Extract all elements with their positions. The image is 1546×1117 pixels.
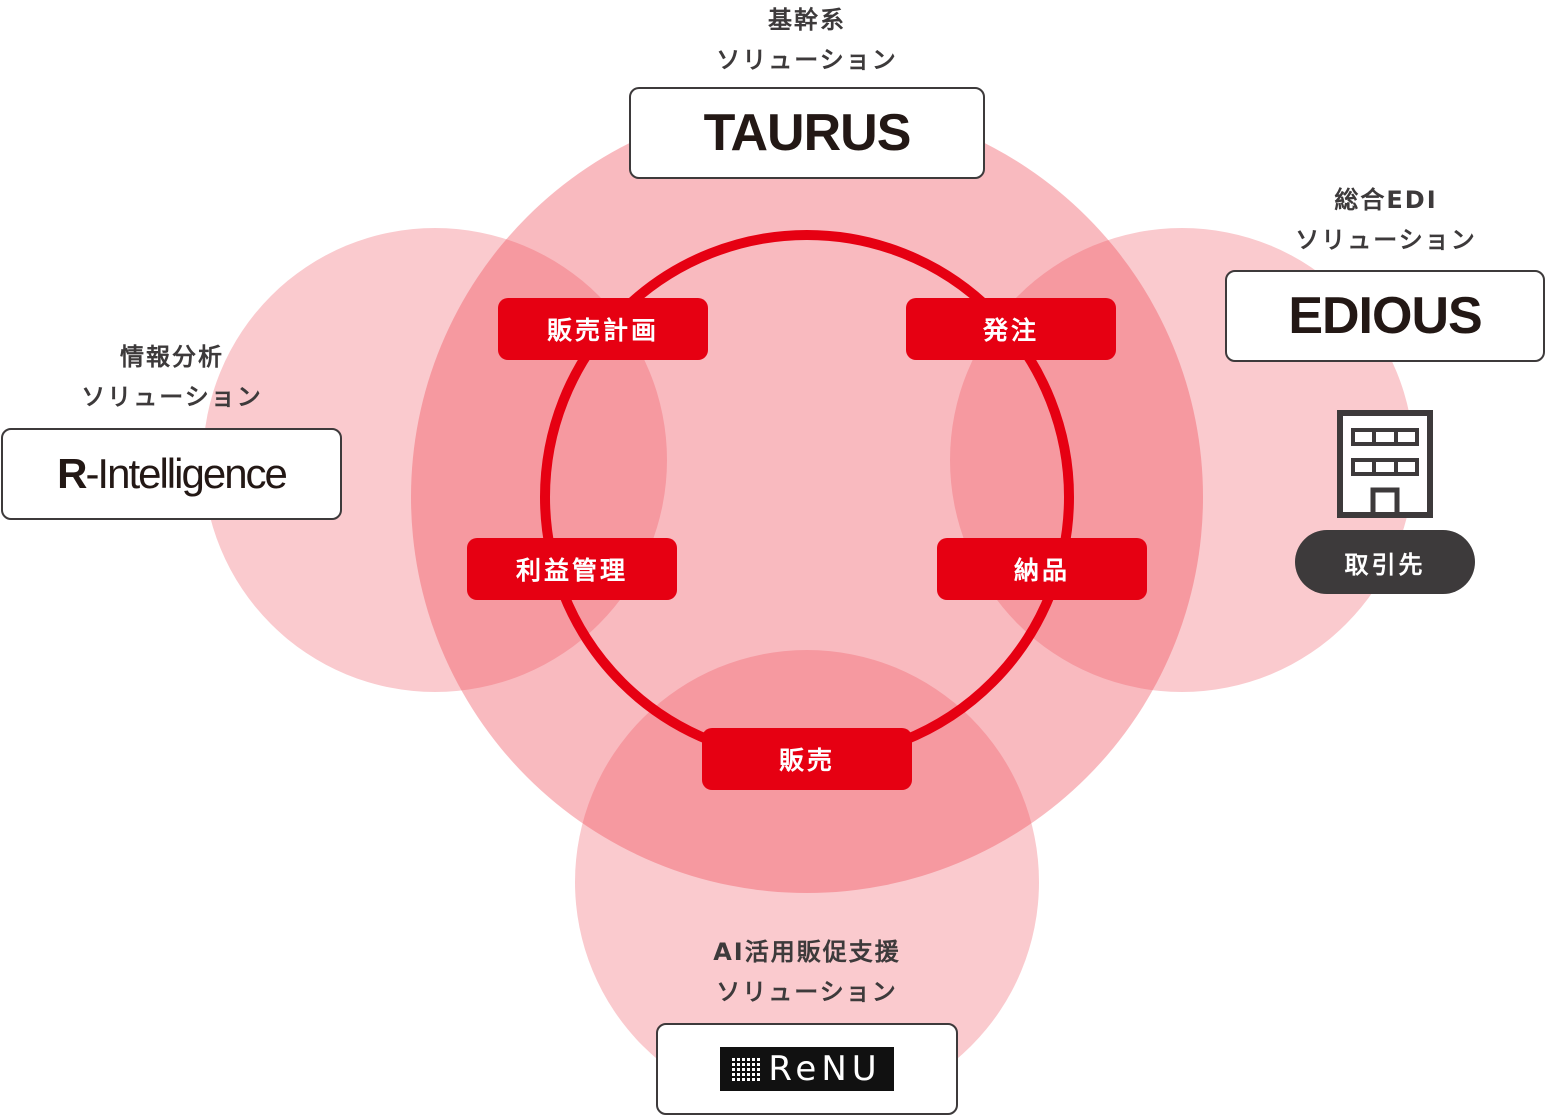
- ai-circle: [575, 650, 1039, 1114]
- ai-category-line2: ソリューション: [716, 978, 898, 1006]
- edious-logo: EDIOUS: [1288, 287, 1482, 345]
- r-intelligence-logo-word: -Intelligence: [85, 450, 287, 497]
- process-profit-management: 利益管理: [467, 538, 677, 600]
- partner-label: 取引先: [1295, 530, 1475, 594]
- process-sales: 販売: [702, 728, 912, 790]
- core-category: 基幹系 ソリューション: [657, 0, 957, 80]
- r-intelligence-logo: R-Intelligence: [57, 450, 288, 498]
- ai-category: AI活用販促支援 ソリューション: [657, 932, 957, 1012]
- process-sales-planning: 販売計画: [498, 298, 708, 360]
- analytics-category-line2: ソリューション: [81, 383, 263, 411]
- taurus-logo-box[interactable]: TAURUS: [629, 87, 985, 179]
- edi-category-line1: 総合EDI: [1334, 186, 1438, 214]
- core-category-line1: 基幹系: [768, 6, 846, 34]
- ai-category-line1: AI活用販促支援: [713, 938, 901, 966]
- building-icon: [1337, 410, 1433, 518]
- renu-dots-icon: [732, 1057, 761, 1081]
- core-category-line2: ソリューション: [716, 46, 898, 74]
- process-delivery: 納品: [937, 538, 1147, 600]
- taurus-logo: TAURUS: [703, 104, 912, 162]
- renu-logo-word: ReNU: [768, 1049, 882, 1089]
- r-intelligence-logo-box[interactable]: R-Intelligence: [1, 428, 342, 520]
- renu-logo: ReNU: [720, 1047, 894, 1091]
- edi-category-line2: ソリューション: [1295, 226, 1477, 254]
- analytics-category-line1: 情報分析: [120, 343, 224, 371]
- edi-category: 総合EDI ソリューション: [1236, 180, 1536, 260]
- renu-logo-box[interactable]: ReNU: [656, 1023, 958, 1115]
- r-intelligence-logo-mark: R: [57, 450, 87, 497]
- process-ordering: 発注: [906, 298, 1116, 360]
- edious-logo-box[interactable]: EDIOUS: [1225, 270, 1545, 362]
- analytics-category: 情報分析 ソリューション: [22, 337, 322, 417]
